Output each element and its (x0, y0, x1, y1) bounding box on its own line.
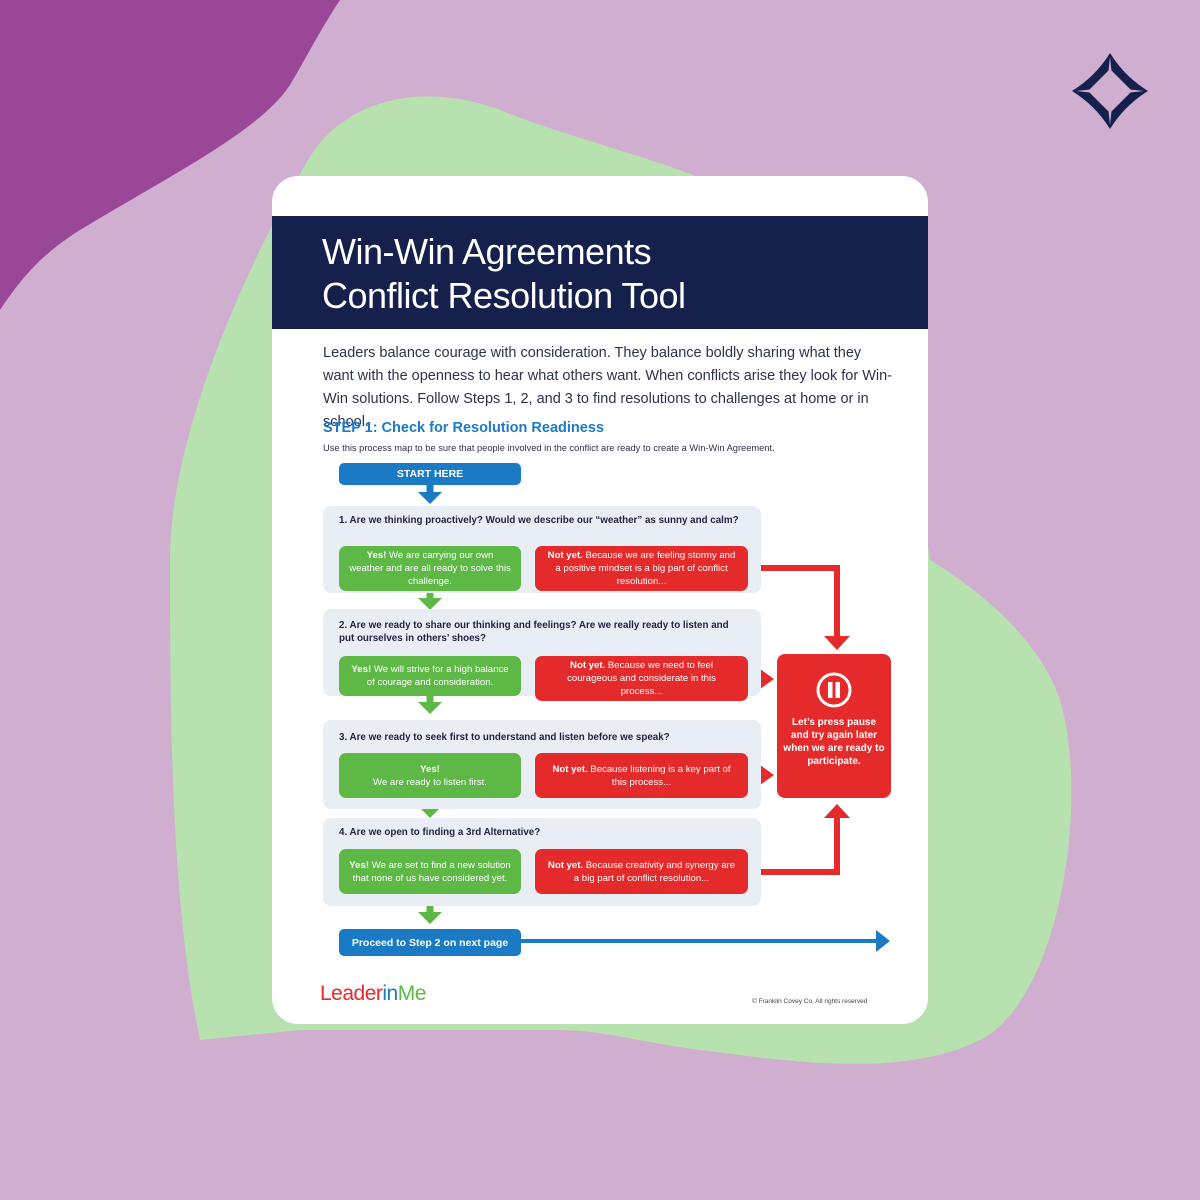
pause-text: Let’s press pause and try again later wh… (783, 717, 885, 767)
title-line-1: Win-Win Agreements (322, 231, 652, 272)
no-text: Because we are feeling stormy and a posi… (555, 550, 736, 587)
yes-lead: Yes! (349, 859, 370, 871)
proceed-label: Proceed to Step 2 on next page (339, 929, 521, 956)
question-text: 2. Are we ready to share our thinking an… (339, 620, 729, 644)
yes-lead: Yes! (366, 550, 387, 561)
yes-lead: Yes! (420, 763, 440, 775)
pause-box: Let’s press pause and try again later wh… (777, 654, 891, 798)
not-yet-box: Not yet. Because we are feeling stormy a… (535, 546, 748, 591)
no-text: Because listening is a key part of this … (590, 763, 731, 788)
step-subtitle: Use this process map to be sure that peo… (323, 443, 775, 453)
yes-box: Yes!We are ready to listen first. (339, 753, 521, 798)
step-title: STEP 1: Check for Resolution Readiness (323, 420, 604, 436)
yes-box: Yes! We are carrying our own weather and… (339, 546, 521, 591)
question-text: 1. Are we thinking proactively? Would we… (339, 515, 739, 526)
leader-in-me-logo: LeaderinMe (320, 982, 426, 1005)
purple-blob (0, 0, 340, 310)
yes-text: We are set to find a new solution that n… (352, 859, 511, 884)
no-lead: Not yet. (570, 660, 606, 671)
intro-paragraph: Leaders balance courage with considerati… (323, 345, 892, 430)
start-here-label: START HERE (339, 463, 521, 485)
not-yet-box: Not yet. Because listening is a key part… (535, 753, 748, 798)
no-lead: Not yet. (547, 550, 583, 561)
yes-text: We will strive for a high balance of cou… (366, 664, 509, 688)
title-line-2: Conflict Resolution Tool (322, 275, 686, 316)
compass-star-icon (1072, 53, 1148, 129)
document-title: Win-Win Agreements Conflict Resolution T… (322, 230, 686, 318)
no-text: Because we need to feel courageous and c… (567, 660, 716, 697)
yes-lead: Yes! (351, 664, 372, 675)
yes-box: Yes! We are set to find a new solution t… (339, 849, 521, 894)
not-yet-box: Not yet. Because creativity and synergy … (535, 849, 748, 894)
copyright: © Franklin Covey Co. All rights reserved (752, 998, 868, 1005)
yes-text: We are ready to listen first. (373, 776, 487, 788)
no-lead: Not yet. (552, 763, 588, 775)
no-lead: Not yet. (547, 859, 584, 871)
yes-text: We are carrying our own weather and are … (349, 550, 511, 587)
not-yet-box: Not yet. Because we need to feel courage… (535, 656, 748, 701)
question-text: 4. Are we open to finding a 3rd Alternat… (339, 827, 541, 838)
worksheet-card: Win-Win Agreements Conflict Resolution T… (272, 176, 928, 1024)
title-banner: Win-Win Agreements Conflict Resolution T… (272, 216, 928, 329)
no-text: Because creativity and synergy are a big… (573, 859, 736, 884)
yes-box: Yes! We will strive for a high balance o… (339, 656, 521, 696)
question-text: 3. Are we ready to seek first to underst… (339, 732, 670, 743)
pause-icon (816, 672, 852, 708)
